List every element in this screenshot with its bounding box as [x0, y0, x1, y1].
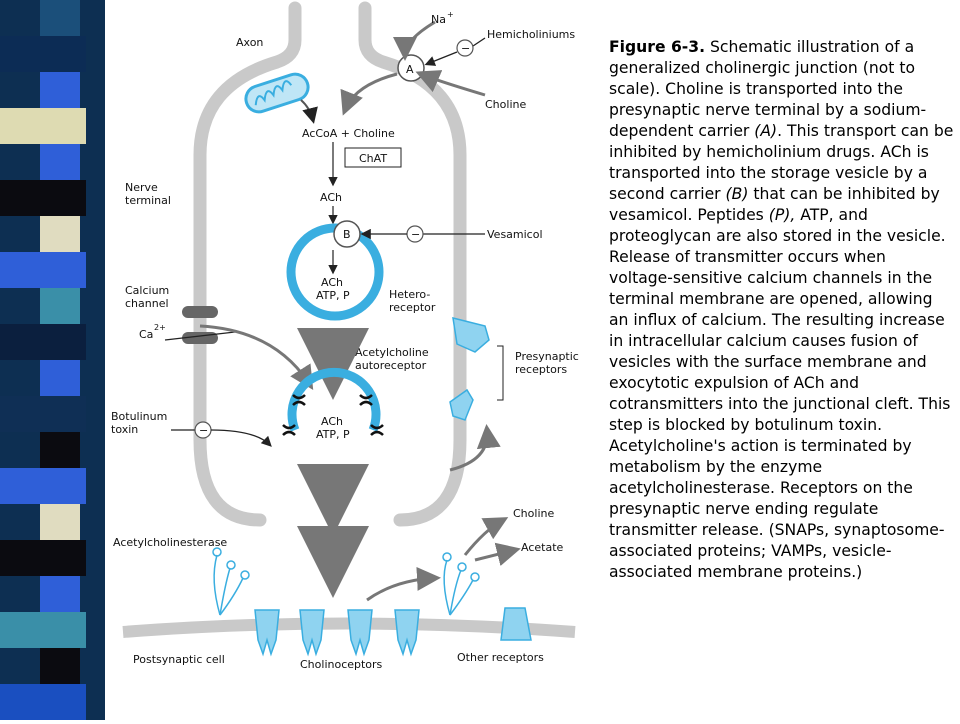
minus-sign: − [411, 228, 420, 241]
accoa-label: AcCoA + Choline [302, 127, 395, 140]
chat-label: ChAT [359, 152, 387, 165]
presynaptic-receptors-label: Presynaptic [515, 350, 579, 363]
stripe-segment [40, 72, 80, 108]
botulinum-label-2: toxin [111, 423, 138, 436]
choline-label: Choline [485, 98, 526, 111]
na-charge: + [447, 10, 454, 19]
choline-product-arrow [463, 517, 509, 556]
stripe-segment [0, 468, 86, 504]
cholinoceptors [254, 609, 420, 657]
stripe-segment [40, 648, 80, 684]
hemicholiniums-label: Hemicholiniums [487, 28, 575, 41]
fusing-atp-label: ATP, P [316, 428, 350, 441]
nerve-terminal-membrane [193, 1, 467, 527]
stripe-segment [40, 576, 80, 612]
carrier-b-ref: (B) [725, 185, 749, 203]
stripe-segment [0, 180, 86, 216]
acetate-label: Acetate [521, 541, 564, 554]
figure-label: Figure 6-3. [609, 38, 706, 56]
stripe-segment [40, 216, 80, 252]
acetyl-coa-arrow [300, 99, 318, 124]
mitochondrion-icon [244, 72, 310, 114]
other-receptor-shape [500, 607, 532, 641]
carrier-a-ref: (A) [754, 122, 778, 140]
stripe-segment [40, 288, 80, 324]
storage-vesicle [286, 223, 384, 321]
cleft-choline-label: Choline [513, 507, 554, 520]
presynaptic-bracket [497, 345, 504, 401]
minus-sign: − [199, 424, 208, 437]
carrier-b-label: B [343, 228, 351, 241]
calcium-channel-label: Calcium [125, 284, 169, 297]
calcium-channel-label-2: channel [125, 297, 169, 310]
carrier-b [333, 220, 361, 248]
vesicle-ach-label: ACh [321, 276, 343, 289]
axon-label: Axon [236, 36, 263, 49]
carrier-a-label: A [406, 63, 414, 76]
caption-text: Schematic illustration of a generalized … [609, 38, 927, 140]
choline-inward-arrow [340, 72, 398, 116]
stripe-segment [0, 36, 86, 72]
stripe-segment [40, 144, 80, 180]
stripe-segment [0, 540, 86, 576]
stripe-segment [0, 324, 86, 360]
autoreceptor-label-2: autoreceptor [355, 359, 427, 372]
chat-enzyme-box [344, 147, 402, 168]
ach-to-enzyme-arrow [366, 566, 441, 602]
nerve-terminal-label: Nerve [125, 181, 158, 194]
stripe-segment [40, 0, 80, 36]
choline-uptake-arrow [415, 70, 486, 97]
stripe-segment [0, 684, 86, 720]
caption-text: . This transport can be inhibited by hem… [609, 122, 954, 203]
heteroreceptor-shape [452, 316, 490, 353]
presynaptic-receptors-label-2: receptors [515, 363, 567, 376]
nerve-terminal-label-2: terminal [125, 194, 171, 207]
calcium-channel-top [182, 306, 218, 318]
diagram-svg: A − Axon Na + Hemicholiniums Choline AcC… [111, 1, 579, 671]
postsynaptic-label: Postsynaptic cell [133, 653, 225, 666]
peptide-ref: (P), [768, 206, 796, 224]
hemicholinium-inhibitor [456, 39, 474, 57]
stripe-segment [40, 360, 80, 396]
other-receptors-label: Other receptors [457, 651, 544, 664]
caption-text: that can be inhibited by vesamicol. Pept… [609, 185, 940, 224]
decorative-stripe [0, 0, 105, 720]
stripe-segment [0, 612, 86, 648]
na-label: Na [431, 13, 446, 26]
stripe-segment [0, 252, 86, 288]
vesamicol-label: Vesamicol [487, 228, 543, 241]
acetylcholinesterase-enzyme [212, 547, 250, 616]
calcium-charge: 2+ [154, 323, 166, 332]
sodium-arrow [393, 20, 436, 61]
stripe-segment [0, 108, 86, 144]
fusing-ach-label: ACh [321, 415, 343, 428]
stripe-segment [40, 504, 80, 540]
heteroreceptor-label: Hetero- [389, 288, 430, 301]
heteroreceptor-label-2: receptor [389, 301, 436, 314]
figure-caption: Figure 6-3. Schematic illustration of a … [609, 37, 954, 583]
autoreceptor-shape [449, 388, 474, 421]
cholinergic-junction-diagram: A − Axon Na + Hemicholiniums Choline AcC… [105, 0, 600, 720]
acetylcholinesterase-enzyme-2 [442, 552, 480, 616]
acetate-product-arrow [474, 542, 521, 567]
stripe-segment [0, 396, 86, 432]
botulinum-label: Botulinum [111, 410, 167, 423]
cholinoceptors-label: Cholinoceptors [300, 658, 383, 671]
ach-label: ACh [320, 191, 342, 204]
fusing-vesicle [287, 367, 381, 432]
cleft-ach-label: ACh [321, 535, 343, 548]
autoreceptor-label: Acetylcholine [355, 346, 429, 359]
acetylcholinesterase-label: Acetylcholinesterase [113, 536, 227, 549]
vesicle-atp-label: ATP, P [316, 289, 350, 302]
minus-sign: − [461, 42, 470, 55]
snare-proteins [282, 394, 384, 436]
calcium-label: Ca [139, 328, 153, 341]
stripe-segment [40, 432, 80, 468]
feedback-arrow [449, 424, 501, 472]
caption-text: ATP, and proteoglycan are also stored in… [609, 206, 951, 581]
